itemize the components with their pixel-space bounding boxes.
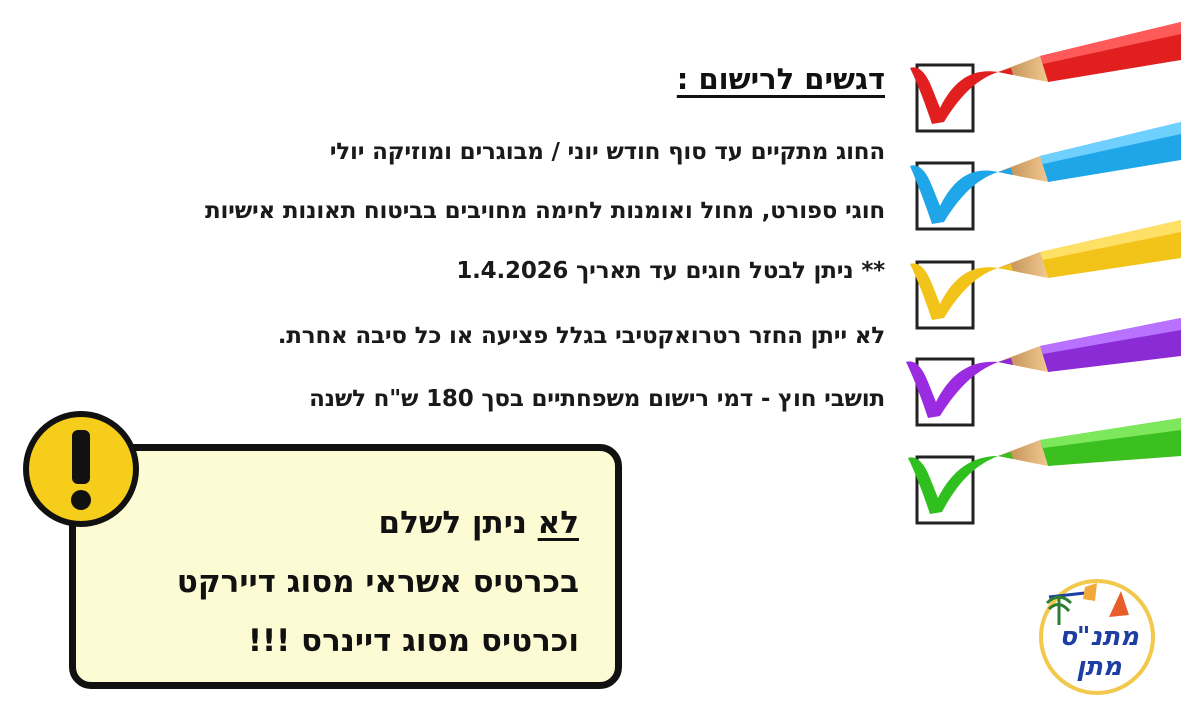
checkbox-2 (915, 161, 975, 231)
notice-line-1: לא ניתן לשלם (378, 505, 579, 541)
notice-emphasis: לא (537, 505, 579, 541)
checkbox-4 (915, 357, 975, 427)
note-line-5: תושבי חוץ - דמי רישום משפחתיים בסך 180 ש… (309, 386, 885, 412)
pencil-green-icon (908, 418, 1181, 514)
pencil-blue-icon (910, 122, 1181, 224)
notice-line-2: בכרטיס אשראי מסוג דיירקט (176, 564, 579, 600)
pencil-red-icon (910, 22, 1181, 124)
page-title: דגשים לרישום : (676, 62, 885, 96)
note-line-1: החוג מתקיים עד סוף חודש יוני / מבוגרים ו… (329, 139, 885, 165)
note-line-4: לא ייתן החזר רטרואקטיבי בגלל פציעה או כל… (277, 323, 885, 349)
matnas-logo: מתנ"ס מתן (1039, 579, 1155, 695)
svg-text:מתן: מתן (1076, 652, 1123, 682)
pencil-purple-icon (906, 318, 1181, 418)
pencil-yellow-icon (910, 220, 1181, 320)
checkbox-group (915, 63, 975, 525)
note-line-3: ** ניתן לבטל חוגים עד תאריך 1.4.2026 (456, 258, 885, 284)
pencil-checklist-illustration (906, 22, 1181, 525)
checkbox-5 (915, 455, 975, 525)
payment-notice-box: לא ניתן לשלם בכרטיס אשראי מסוג דיירקט וכ… (69, 444, 622, 689)
note-line-2: חוגי ספורט, מחול ואומנות לחימה מחויבים ב… (204, 198, 885, 224)
notice-line-3: וכרטיס מסוג דיינרס !!! (247, 623, 579, 659)
svg-text:מתנ"ס: מתנ"ס (1059, 622, 1140, 652)
checkbox-1 (915, 63, 975, 133)
warning-icon (23, 411, 139, 527)
checkbox-3 (915, 260, 975, 330)
notice-line-1-rest: ניתן לשלם (378, 505, 538, 541)
